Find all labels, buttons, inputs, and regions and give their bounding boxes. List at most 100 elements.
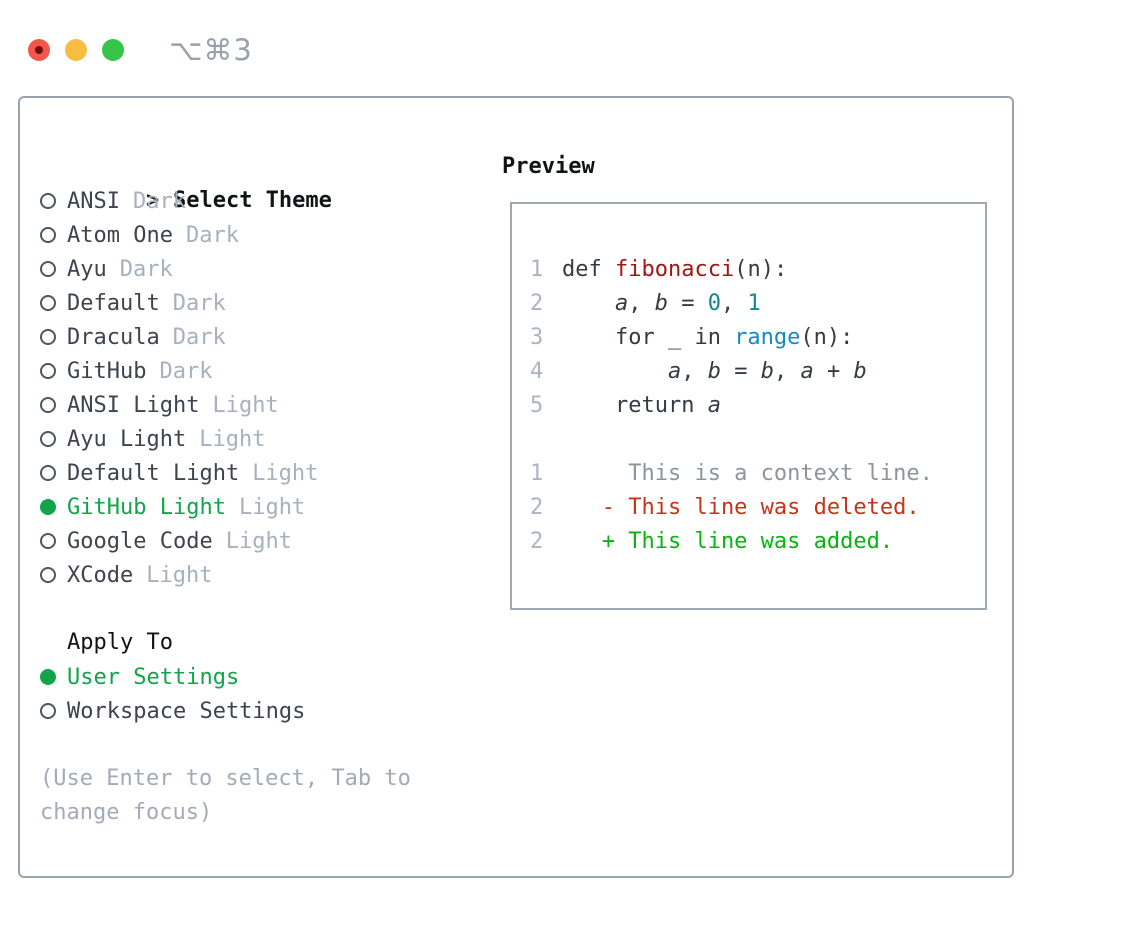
radio-selected-icon — [40, 499, 56, 515]
line-number: 4 — [530, 359, 544, 384]
theme-variant-label: Dark — [159, 358, 213, 384]
radio-icon — [40, 397, 56, 413]
apply-option[interactable]: Workspace Settings — [40, 694, 502, 728]
option-label: ANSI — [67, 188, 120, 214]
option-label: User Settings — [67, 664, 240, 690]
option-label: Default Light — [67, 460, 240, 486]
theme-variant-label: Light — [238, 494, 306, 520]
radio-icon — [40, 329, 56, 345]
code-token-code: (n): — [800, 325, 854, 350]
radio-icon — [40, 533, 56, 549]
unsaved-dot-icon — [35, 46, 43, 54]
code-token-variable: b — [760, 359, 774, 384]
keyboard-hint: (Use Enter to select, Tab to change focu… — [40, 762, 502, 830]
theme-option[interactable]: Dracula Dark — [40, 320, 502, 354]
code-token-code: , — [720, 291, 748, 316]
titlebar: ⌥⌘3 — [0, 0, 1140, 96]
option-label: GitHub — [67, 358, 147, 384]
line-number: 1 — [530, 257, 544, 282]
theme-variant-label: Light — [212, 392, 279, 418]
theme-option[interactable]: GitHub Dark — [40, 354, 502, 388]
option-label: Google Code — [67, 528, 213, 554]
code-token-code: + — [813, 359, 854, 384]
theme-option[interactable]: Atom One Dark — [40, 218, 502, 252]
select-theme-header: > Select Theme — [40, 150, 502, 213]
hint-line: change focus) — [40, 800, 213, 825]
minimize-button[interactable] — [65, 39, 87, 61]
theme-variant-label: Light — [225, 528, 292, 554]
code-token-context: This is a context line. — [562, 461, 933, 486]
radio-icon — [40, 193, 56, 209]
theme-variant-label: Dark — [172, 324, 226, 350]
radio-icon — [40, 261, 56, 277]
code-token-code: return — [562, 393, 708, 418]
close-button[interactable] — [28, 39, 50, 61]
option-label: Workspace Settings — [67, 698, 306, 724]
code-token-code: = — [667, 291, 708, 316]
code-token-code: = — [720, 359, 761, 384]
zoom-button[interactable] — [102, 39, 124, 61]
selection-caret-icon: > — [145, 188, 160, 213]
option-label: Default — [67, 290, 160, 316]
theme-variant-label: Light — [199, 426, 266, 452]
line-number: 2 — [530, 291, 544, 316]
code-token-variable: a — [667, 359, 682, 384]
code-token-variable: b — [853, 359, 867, 384]
theme-option[interactable]: Default Light Light — [40, 456, 502, 490]
radio-icon — [40, 295, 56, 311]
theme-variant-label: Dark — [119, 256, 173, 282]
code-token-variable: a — [614, 291, 629, 316]
apply-option[interactable]: User Settings — [40, 660, 502, 694]
theme-option[interactable]: Ayu Light Light — [40, 422, 502, 456]
code-token-code: , — [773, 359, 801, 384]
line-number: 3 — [530, 325, 544, 350]
code-line — [530, 423, 985, 457]
theme-option[interactable]: ANSI Dark — [40, 184, 502, 218]
code-line: 5 return a — [530, 389, 985, 423]
code-token-variable: b — [654, 291, 668, 316]
theme-variant-label: Light — [252, 460, 319, 486]
option-label: Ayu Light — [67, 426, 187, 452]
code-line: 2 - This line was deleted. — [530, 491, 985, 525]
option-label: Atom One — [67, 222, 173, 248]
code-token-code: (n): — [734, 257, 788, 282]
apply-to-header: Apply To — [67, 630, 173, 655]
code-token-variable: b — [707, 359, 721, 384]
option-label: Dracula — [67, 324, 160, 350]
radio-icon — [40, 431, 56, 447]
code-token-code: , — [628, 291, 655, 316]
theme-variant-label: Dark — [172, 290, 226, 316]
code-token-function: fibonacci — [614, 257, 735, 282]
code-token-variable: a — [707, 393, 721, 418]
code-token-variable: a — [800, 359, 814, 384]
code-line: 4 a, b = b, a + b — [530, 355, 985, 389]
line-number: 2 — [530, 495, 544, 520]
code-token-code — [562, 359, 668, 384]
code-token-added: + This line was added. — [562, 529, 894, 554]
code-token-number: 0 — [707, 291, 721, 316]
theme-variant-label: Dark — [185, 222, 239, 248]
spacer — [40, 728, 502, 762]
radio-selected-icon — [40, 669, 56, 685]
radio-icon — [40, 363, 56, 379]
radio-icon — [40, 567, 56, 583]
theme-option[interactable]: Google Code Light — [40, 524, 502, 558]
option-label: XCode — [67, 562, 134, 588]
theme-variant-label: Dark — [132, 188, 186, 214]
code-line: 1 This is a context line. — [530, 457, 985, 491]
theme-option[interactable]: Default Dark — [40, 286, 502, 320]
select-theme-label: Select Theme — [172, 188, 332, 213]
code-token-code — [562, 291, 615, 316]
radio-icon — [40, 703, 56, 719]
